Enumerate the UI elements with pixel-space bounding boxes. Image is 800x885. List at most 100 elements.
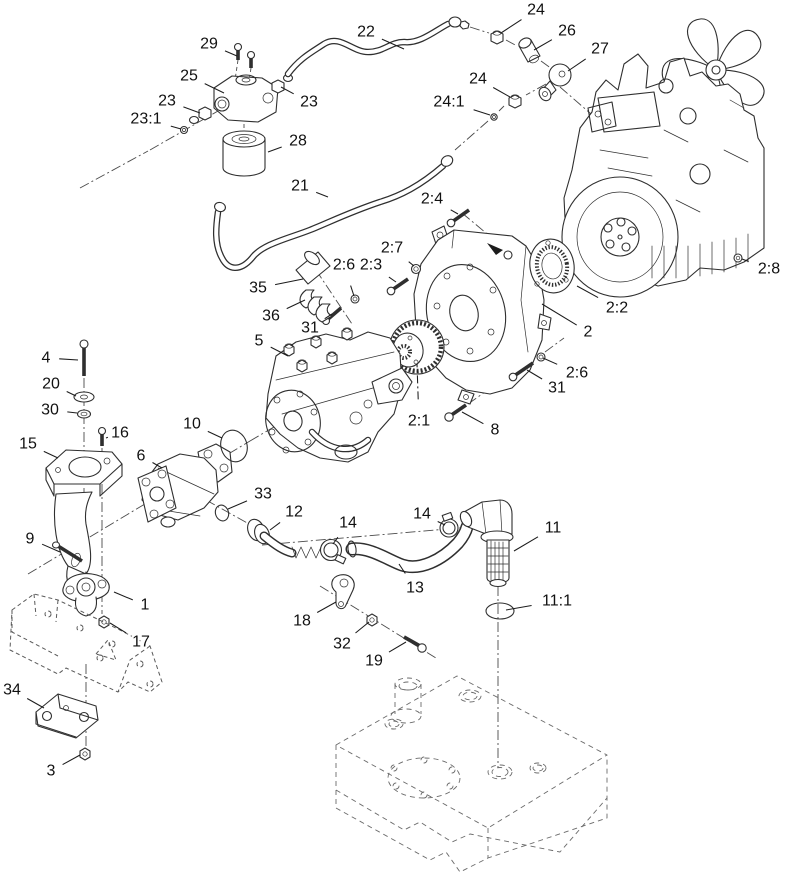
callout-leader-line <box>408 261 415 267</box>
hose-sleeve-35-drawing <box>295 250 331 285</box>
callout-label: 11 <box>545 520 562 537</box>
nut-32-drawing <box>366 613 378 627</box>
callout-label: 23:1 <box>130 111 161 128</box>
callout-11:1: 11:1 <box>505 591 574 612</box>
callout-label: 29 <box>200 36 218 53</box>
callout-2:1: 2:1 <box>406 363 432 432</box>
bracket-34-drawing <box>35 693 99 761</box>
callout-30: 30 <box>39 400 78 421</box>
flywheel-drawing <box>561 176 679 298</box>
callout-leader-line <box>416 363 419 400</box>
callout-leader-line <box>280 86 294 95</box>
callout-leader-line <box>350 285 355 297</box>
callout-label: 31 <box>301 320 319 337</box>
callout-label: 23 <box>300 94 318 111</box>
hose-spring-guard-drawing <box>291 546 322 559</box>
callout-label: 32 <box>333 636 351 653</box>
callout-label: 21 <box>291 178 309 195</box>
callout-label: 6 <box>137 448 146 465</box>
callout-label: 2:7 <box>381 240 403 257</box>
fitting-23-left-drawing <box>188 106 212 125</box>
callout-23: 23 <box>280 86 320 113</box>
callout-9: 9 <box>24 529 61 553</box>
callout-24: 24 <box>500 0 547 34</box>
coupler-26-drawing <box>518 37 541 64</box>
callout-label: 2:6 <box>566 365 588 382</box>
callout-17: 17 <box>109 622 152 653</box>
callout-27: 27 <box>567 39 611 72</box>
tank-filler-neck-drawing <box>384 677 422 730</box>
hose-clamp-14-right-drawing <box>439 511 459 538</box>
callout-29: 29 <box>198 34 238 57</box>
callout-23: 23 <box>156 91 201 114</box>
callout-15: 15 <box>17 434 59 459</box>
callout-label: 4 <box>42 350 51 367</box>
callout-label: 17 <box>132 634 150 651</box>
bracket-hardware-drawing <box>73 339 107 446</box>
callout-4: 4 <box>40 348 79 369</box>
callout-34: 34 <box>1 680 45 709</box>
callout-label: 20 <box>42 376 60 393</box>
callout-leader-line <box>576 285 599 299</box>
callout-label: 27 <box>591 41 609 58</box>
hose-clamp-14-left-drawing <box>319 538 347 565</box>
callout-31: 31 <box>299 313 333 339</box>
callout-leader-line <box>269 521 281 531</box>
callout-leader-line <box>207 430 223 439</box>
callout-leader-line <box>541 303 577 326</box>
pump-top-fittings-drawing <box>283 327 353 373</box>
callout-2:4: 2:4 <box>419 189 459 215</box>
callout-leader-line <box>270 346 289 357</box>
callout-leader-line <box>204 83 225 94</box>
oring-33-drawing <box>214 504 230 522</box>
callout-leader-line <box>513 536 539 552</box>
callout-label: 16 <box>111 425 129 442</box>
callout-label: 2:2 <box>606 300 628 317</box>
callout-2:6: 2:6 <box>542 357 590 384</box>
callout-leader-line <box>473 109 491 116</box>
callout-32: 32 <box>331 621 370 655</box>
callout-19: 19 <box>363 641 407 672</box>
callout-8: 8 <box>461 411 502 441</box>
callout-label: 25 <box>180 68 198 85</box>
callout-label: 14 <box>413 506 431 523</box>
suction-hose-13-drawing <box>345 520 474 574</box>
callout-23:1: 23:1 <box>128 109 182 130</box>
fitting-23-right-drawing <box>271 73 294 94</box>
callout-leader-line <box>542 357 558 365</box>
callout-label: 1 <box>141 597 150 614</box>
callout-1: 1 <box>113 591 152 616</box>
callout-leader-line <box>398 563 406 574</box>
oring-10-drawing <box>220 429 248 463</box>
callout-leader-line <box>388 641 407 653</box>
callout-leader-line <box>109 622 127 634</box>
callout-leader-line <box>741 258 749 262</box>
strainer-screen-drawing <box>486 539 510 584</box>
callout-leader-line <box>105 436 109 439</box>
callout-2: 2 <box>541 303 595 343</box>
clamp-halves-36-drawing <box>299 289 333 323</box>
filter-canister-drawing <box>222 130 266 177</box>
callout-leader-line <box>505 604 532 611</box>
callout-13: 13 <box>398 563 426 599</box>
callout-label: 18 <box>293 613 311 630</box>
callout-leader-line <box>26 698 45 709</box>
callout-label: 2 <box>584 324 593 341</box>
engine-assembly-drawing <box>561 18 765 298</box>
oring-23-1-drawing <box>179 125 189 135</box>
callout-36: 36 <box>260 299 306 327</box>
strainer-elbow-11-drawing <box>459 499 514 588</box>
callout-label: 31 <box>548 380 566 397</box>
callout-leader-line <box>461 411 484 425</box>
callout-21: 21 <box>289 176 329 198</box>
callout-11: 11 <box>513 518 563 552</box>
callout-22: 22 <box>355 22 405 50</box>
oring-24-1-drawing <box>490 113 498 121</box>
callout-leader-line <box>43 450 59 459</box>
callout-14: 14 <box>332 513 359 545</box>
callout-leader-line <box>533 39 553 51</box>
callout-label: 2:1 <box>408 413 430 430</box>
callout-label: 36 <box>262 308 280 325</box>
callout-leader-line <box>388 276 397 283</box>
